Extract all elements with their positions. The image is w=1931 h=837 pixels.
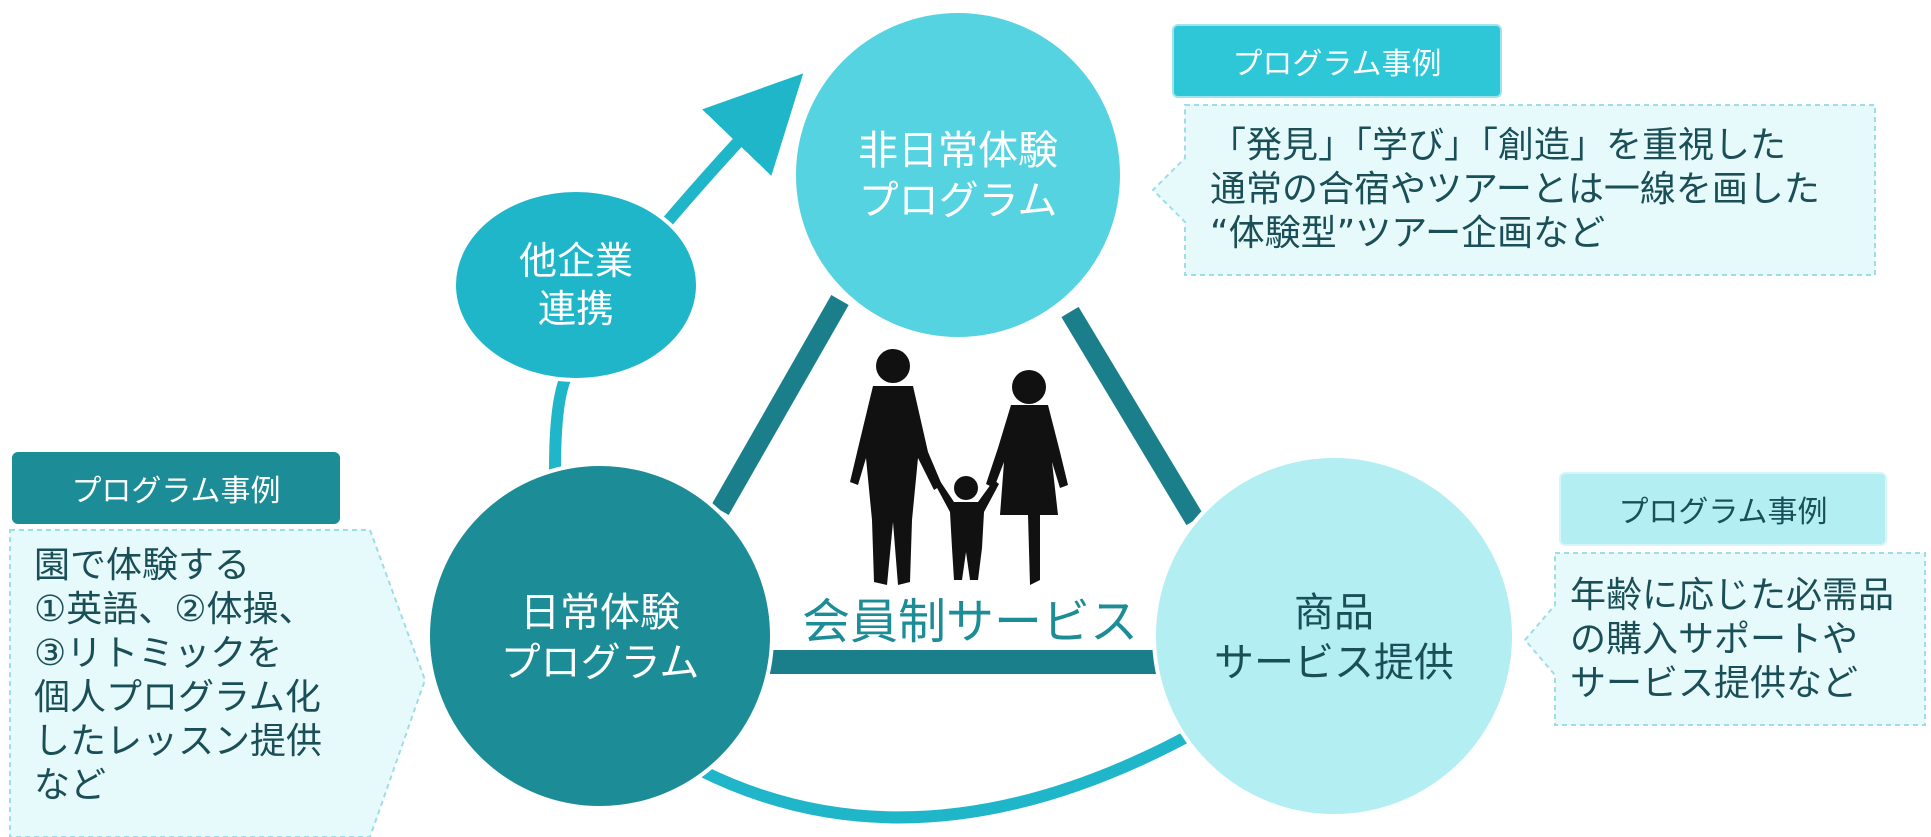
node-left-circle — [426, 462, 774, 810]
callout-top-line-3: “体験型”ツアー企画など — [1210, 213, 1606, 254]
center-label: 会員制サービス — [801, 594, 1138, 650]
family-silhouette-icon — [850, 349, 1068, 585]
callout-right-text: 年齢に応じた必需品 の購入サポートや サービス提供など — [1570, 574, 1894, 706]
callout-top-text: 「発見」「学び」「創造」を重視した 通常の合宿やツアーとは一線を画した “体験型… — [1210, 124, 1820, 256]
callout-right-line-1: 年齢に応じた必需品 — [1570, 575, 1895, 616]
node-right-line-2: サービス提供 — [1214, 640, 1454, 686]
node-partner-ellipse — [452, 188, 700, 382]
arc-bottom — [697, 729, 1193, 824]
node-top-label: 非日常体験 プログラム — [794, 124, 1122, 228]
node-partner-label: 他企業 連携 — [466, 237, 686, 333]
node-partner-line-2: 連携 — [537, 287, 614, 331]
callout-left-line-5: したレッスン提供 — [34, 721, 323, 762]
callout-right-line-3: サービス提供など — [1570, 663, 1859, 704]
callout-left-text: 園で体験する ①英語、②体操、 ③リトミックを 個人プログラム化 したレッスン提… — [34, 544, 322, 808]
callout-right-line-2: の購入サポートや — [1570, 619, 1859, 660]
node-left-line-2: プログラム — [500, 640, 700, 686]
callout-left-tag: プログラム事例 — [12, 452, 340, 524]
node-partner-line-1: 他企業 — [518, 239, 633, 283]
node-right-circle — [1152, 454, 1516, 818]
arc-left-to-partner — [549, 366, 576, 471]
edge-top-left — [711, 295, 849, 515]
callout-top-tag: プログラム事例 — [1172, 24, 1502, 98]
callout-top-line-1: 「発見」「学び」「創造」を重視した — [1210, 125, 1787, 166]
callout-top-box — [1151, 104, 1876, 276]
callout-top-line-2: 通常の合宿やツアーとは一線を画した — [1210, 169, 1820, 210]
node-right-label: 商品 サービス提供 — [1154, 586, 1514, 690]
callout-left-line-4: 個人プログラム化 — [34, 677, 321, 718]
node-top-line-2: プログラム — [858, 178, 1058, 224]
node-right-line-1: 商品 — [1294, 590, 1374, 636]
node-top-line-1: 非日常体験 — [858, 128, 1058, 174]
node-left-label: 日常体験 プログラム — [428, 586, 772, 690]
callout-right-box — [1523, 552, 1926, 726]
arc-partner-to-top — [657, 73, 804, 232]
edge-top-right — [1061, 306, 1204, 526]
node-left-line-1: 日常体験 — [520, 590, 680, 636]
node-top-circle — [792, 9, 1124, 341]
callout-right-tag: プログラム事例 — [1559, 472, 1887, 546]
callout-left-box — [9, 529, 427, 837]
callout-left-line-3: ③リトミックを — [34, 633, 283, 674]
callout-left-line-1: 園で体験する — [34, 545, 251, 586]
callout-left-line-2: ①英語、②体操、 — [34, 589, 315, 630]
callout-left-line-6: など — [34, 765, 107, 806]
